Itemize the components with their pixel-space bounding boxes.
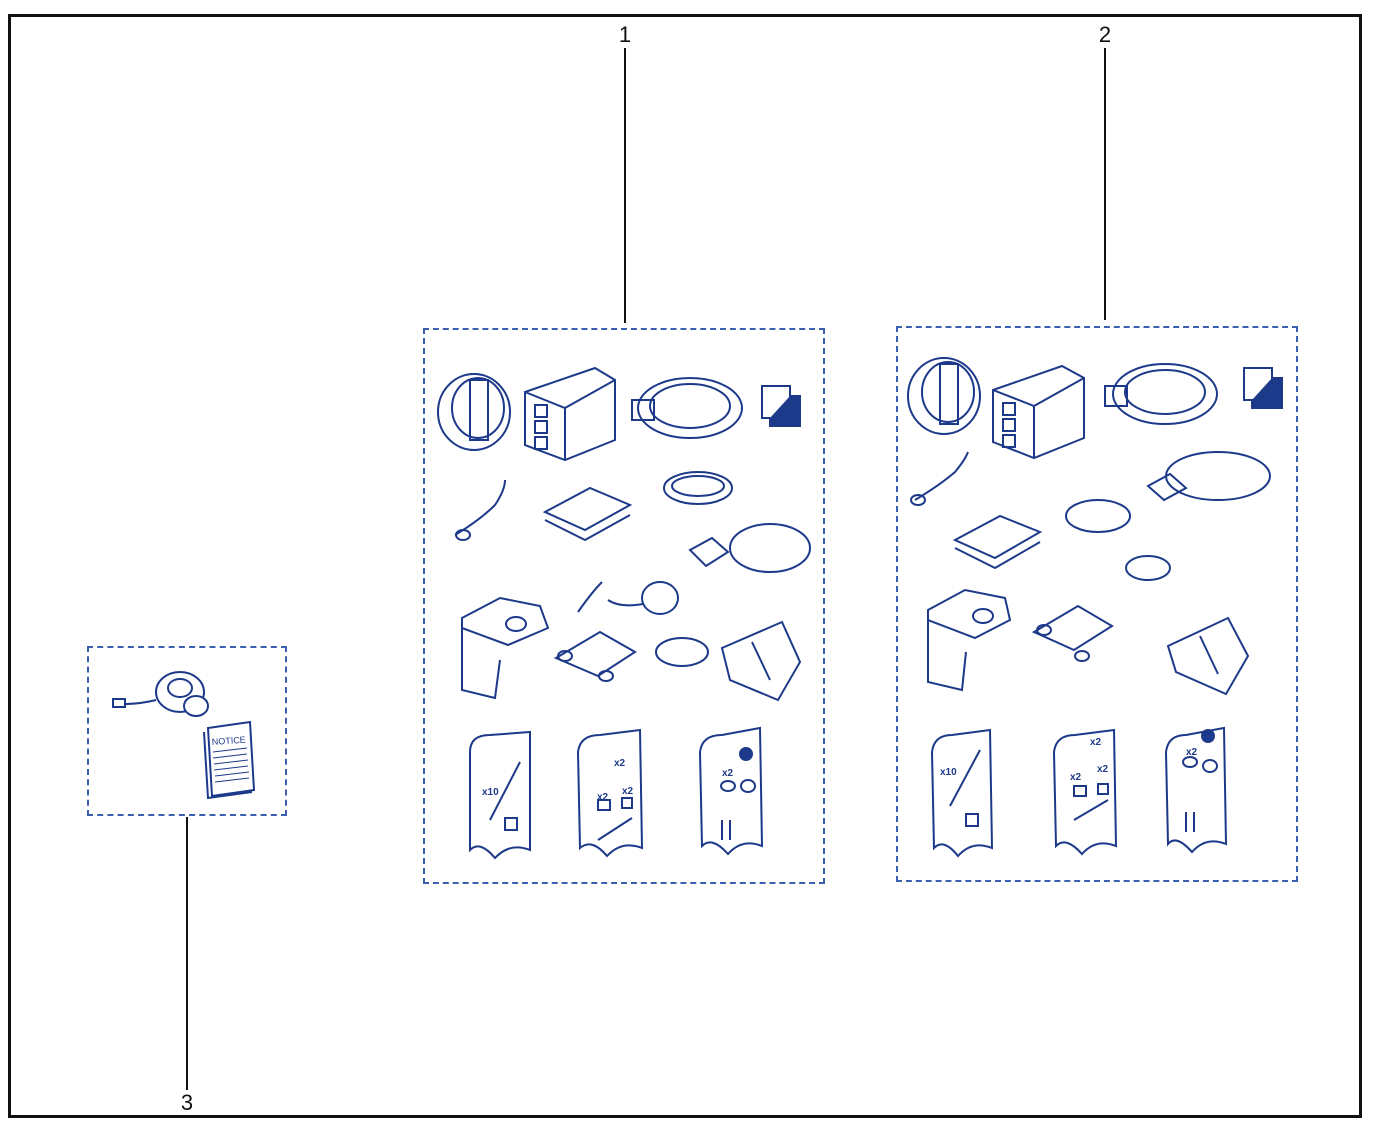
kit-1-box (423, 328, 825, 884)
callout-1: 1 (618, 22, 632, 47)
kit-2-qty-x2-b: x2 (1070, 772, 1082, 783)
leader-line-1 (624, 48, 626, 323)
kit-1-qty-x2-c: x2 (622, 786, 634, 797)
notice-label: NOTICE (211, 735, 246, 747)
kit-1-qty-x2-b: x2 (597, 792, 609, 803)
kit-2-qty-x2-c: x2 (1097, 764, 1109, 775)
leader-line-2 (1104, 48, 1106, 320)
kit-1-qty-ties: x10 (482, 787, 499, 798)
kit-3-box (87, 646, 287, 816)
kit-2-box (896, 326, 1298, 882)
leader-line-3 (186, 817, 188, 1090)
kit-2-qty-x2-d: x2 (1186, 747, 1198, 758)
diagram-frame (8, 14, 1362, 1118)
kit-2-qty-ties: x10 (940, 767, 957, 778)
kit-1-qty-x2-d: x2 (722, 768, 734, 779)
callout-2: 2 (1098, 22, 1112, 47)
kit-2-qty-x2-a: x2 (1090, 737, 1102, 748)
kit-1-qty-x2-a: x2 (614, 758, 626, 769)
callout-3: 3 (180, 1090, 194, 1115)
